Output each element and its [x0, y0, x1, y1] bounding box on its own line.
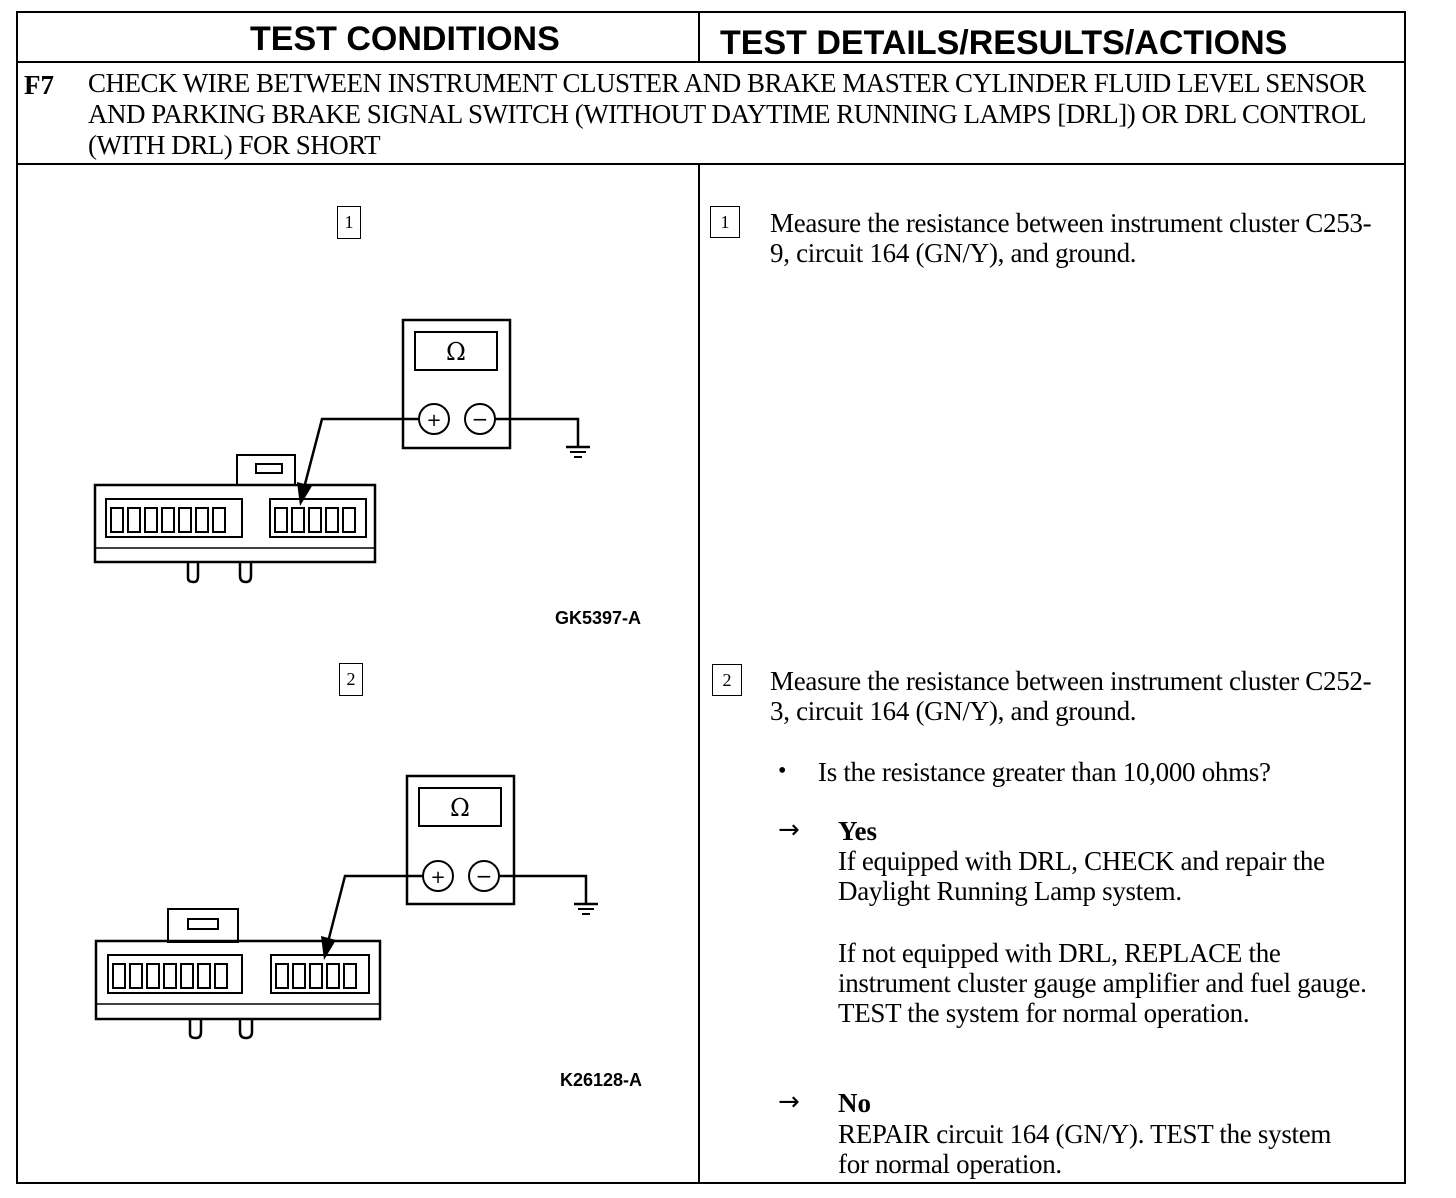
no-label: No	[838, 1088, 871, 1118]
figure-2-meter-display	[418, 787, 502, 827]
figure-2-probe-tip-icon	[321, 936, 336, 960]
column-divider-body	[698, 163, 700, 1184]
step-1-text: Measure the resistance between instrumen…	[770, 208, 1372, 268]
step-1-box: 1	[710, 206, 740, 238]
figure-2-probe-lead	[326, 874, 423, 943]
figure-2-connector-latch	[167, 908, 239, 943]
test-step-title: CHECK WIRE BETWEEN INSTRUMENT CLUSTER AN…	[88, 68, 1366, 160]
column-divider-top	[698, 11, 700, 62]
figure-2-connector-pegs	[188, 1019, 254, 1040]
test-step-code: F7	[24, 70, 54, 100]
figure-1-label: GK5397-A	[555, 608, 642, 628]
figure-2-label: K26128-A	[560, 1070, 643, 1090]
header-test-conditions: TEST CONDITIONS	[250, 20, 560, 58]
figure-1-step-box: 1	[337, 206, 361, 239]
figure-1-ohm-symbol: Ω	[446, 338, 466, 366]
figure-2-ground-symbol-icon	[574, 902, 598, 915]
question-bullet: •	[778, 758, 787, 784]
header-test-details: TEST DETAILS/RESULTS/ACTIONS	[720, 24, 1288, 62]
yes-arrow-icon: →	[778, 815, 800, 845]
header-divider	[16, 61, 1406, 63]
figure-1-probe-lead	[302, 417, 419, 489]
figure-2-ohm-symbol: Ω	[450, 794, 470, 822]
figure-1-ground-symbol-icon	[566, 445, 590, 458]
figure-2-ground-lead	[499, 874, 588, 903]
figure-2-diagram: Ω + −	[94, 774, 598, 1040]
figure-1-ohmmeter	[401, 318, 512, 450]
yes-label: Yes	[838, 816, 877, 846]
svg-text:+: +	[426, 410, 441, 431]
no-arrow-icon: →	[778, 1087, 800, 1117]
svg-text:+: +	[430, 867, 445, 888]
figure-2-connector-body	[94, 939, 382, 1021]
svg-text:−: −	[476, 864, 493, 888]
title-divider	[16, 163, 1406, 165]
figure-1-ground-lead	[495, 417, 580, 446]
figure-1-diagram: Ω + −	[93, 318, 590, 584]
figure-1-connector-pegs	[186, 562, 253, 584]
step-2-box: 2	[712, 664, 742, 696]
no-text: REPAIR circuit 164 (GN/Y). TEST the syst…	[838, 1119, 1332, 1179]
figure-1-meter-display	[414, 331, 498, 371]
yes-text-2: If not equipped with DRL, REPLACE the in…	[838, 938, 1367, 1028]
figure-2-step-box: 2	[339, 663, 363, 696]
step-2-text: Measure the resistance between instrumen…	[770, 666, 1372, 726]
figure-2-ohmmeter	[405, 774, 516, 906]
question-text: Is the resistance greater than 10,000 oh…	[818, 757, 1271, 787]
figure-1-connector-latch	[236, 454, 296, 486]
figure-1-connector-body	[93, 483, 377, 564]
table-frame	[16, 11, 1406, 1184]
svg-text:−: −	[472, 407, 489, 431]
yes-text-1: If equipped with DRL, CHECK and repair t…	[838, 846, 1325, 906]
